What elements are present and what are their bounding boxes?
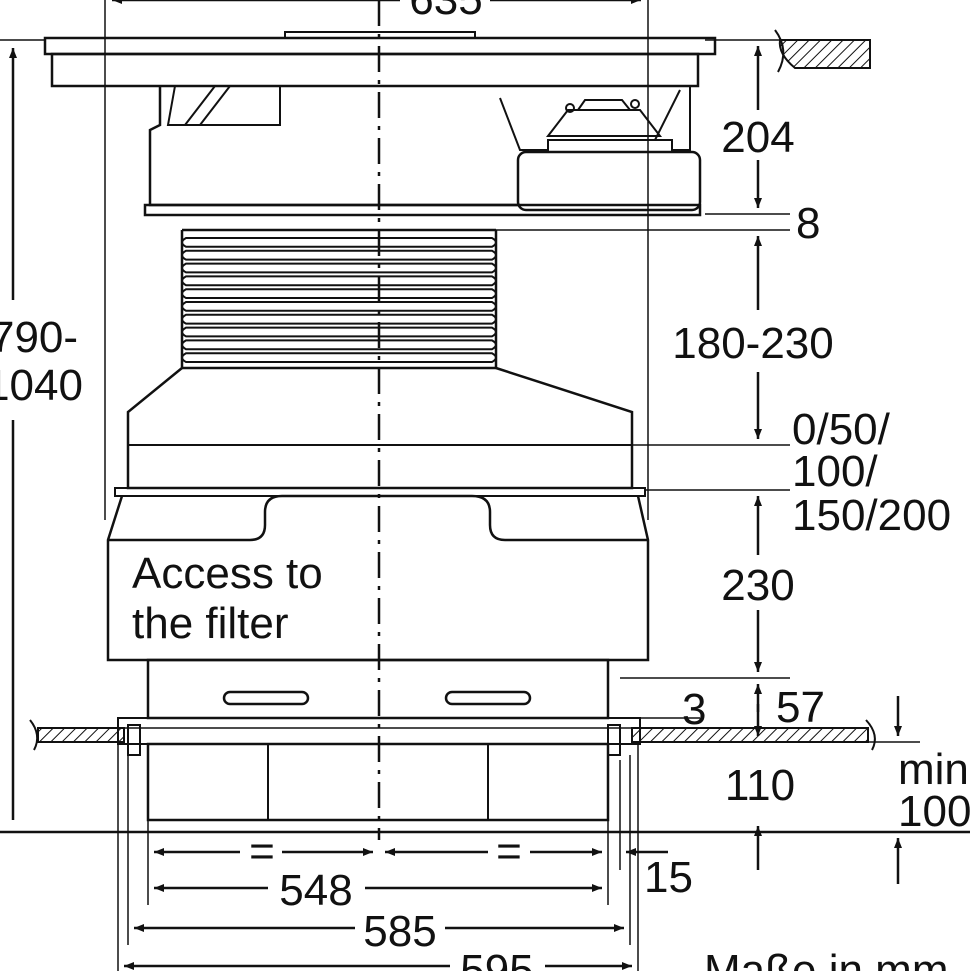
- access-label-line2: the filter: [132, 599, 289, 648]
- dim-offsets-line1: 0/50/: [792, 405, 891, 454]
- dim-3: 3: [682, 685, 706, 734]
- dim-230: 230: [721, 561, 794, 610]
- bellows-rib: [181, 326, 497, 338]
- upper-housing: [143, 85, 702, 217]
- extension-lines: [0, 0, 920, 971]
- countertop-section-right: [631, 719, 876, 751]
- dim-585: 585: [363, 907, 436, 956]
- dim-height-total-line2: 1040: [0, 361, 83, 410]
- dim-204: 204: [721, 113, 794, 162]
- dim-equal-left: =: [249, 827, 275, 876]
- bellows-rib: [181, 237, 497, 248]
- bellows-rib: [181, 249, 497, 261]
- access-label-line1: Access to: [132, 549, 323, 598]
- bellows-rib: [181, 301, 497, 312]
- access-filter-label: Access to the filter: [132, 549, 323, 648]
- bellows-rib: [181, 288, 497, 299]
- bellows-rib: [181, 262, 497, 274]
- dim-offsets-line2: 100/: [792, 447, 878, 496]
- dim-offsets-line3: 150/200: [792, 491, 951, 540]
- dim-57: 57: [776, 683, 825, 732]
- bellows-rib: [181, 352, 497, 363]
- bellows-rib: [181, 313, 497, 325]
- bellows-rib: [181, 339, 497, 351]
- worktop-section-top: [774, 29, 871, 73]
- dim-min-value: 100: [898, 787, 970, 836]
- dimension-lines: [9, 0, 902, 970]
- dim-180-230: 180-230: [672, 319, 833, 368]
- dim-8: 8: [796, 199, 820, 248]
- bellows-rib: [181, 275, 497, 287]
- dim-min-label: min: [898, 745, 969, 794]
- dim-equal-right: =: [496, 827, 522, 876]
- bellows-duct: [180, 228, 498, 370]
- dim-595: 595: [460, 946, 533, 971]
- dim-548: 548: [279, 866, 352, 915]
- dim-height-total-line1: 790-: [0, 313, 78, 362]
- dim-110: 110: [725, 761, 795, 810]
- units-note: Maße in mm: [704, 946, 948, 971]
- dim-width-635: 635: [409, 0, 482, 24]
- fan-motor-assembly: [499, 85, 702, 212]
- dim-15: 15: [644, 853, 693, 902]
- countertop-section-left: [29, 719, 125, 751]
